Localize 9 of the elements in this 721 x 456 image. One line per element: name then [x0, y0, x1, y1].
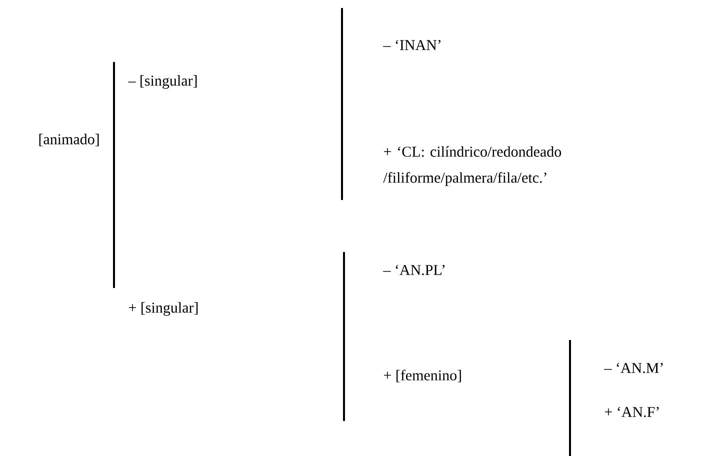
feature-label: [animado] — [39, 134, 99, 146]
feature-label: – [singular] — [128, 75, 197, 89]
feature-label: – ‘AN.M’ — [604, 362, 663, 374]
feature-label: + [singular] — [128, 302, 198, 316]
feature-label: – ‘INAN’ — [383, 40, 440, 50]
feature-label: + ‘CL: cilíndrico/redondeado /filiforme/palmera/fila/etc.’ — [383, 146, 562, 186]
feature-label: + [femenino] — [384, 370, 461, 382]
feature-label: + ‘AN.F’ — [604, 406, 659, 418]
feature-label: – ‘AN.PL’ — [383, 264, 445, 276]
